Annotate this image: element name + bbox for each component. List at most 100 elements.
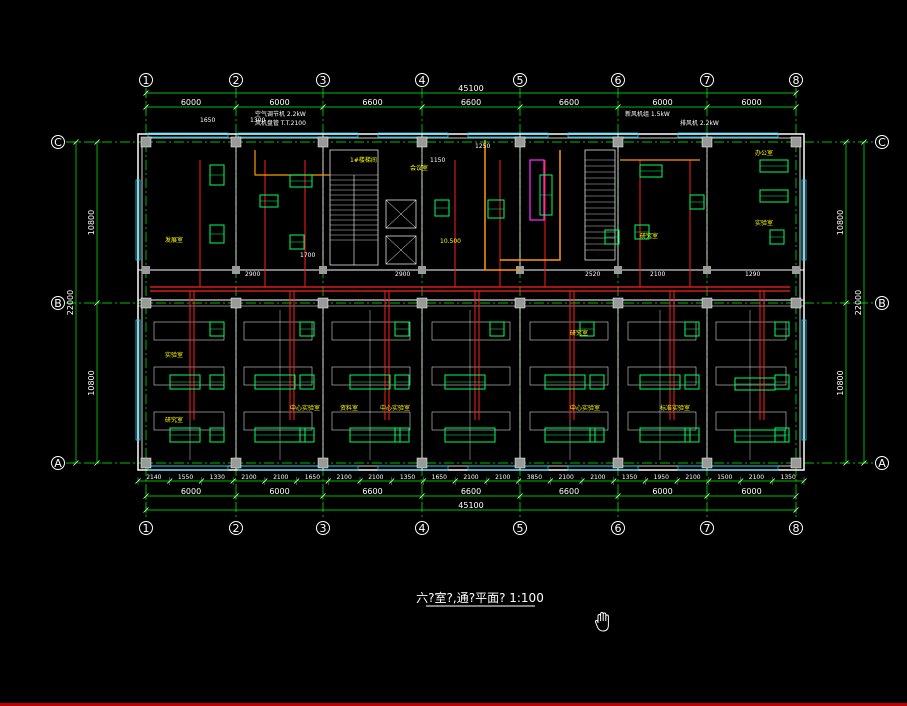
axis-bubble-right-C: C (878, 136, 886, 149)
room-label: 资料室 (340, 404, 358, 412)
room-label: 1#楼梯间 (350, 156, 377, 164)
axis-bubble-bottom-7-circle (700, 521, 714, 535)
structural-column (612, 457, 624, 469)
window (237, 132, 359, 138)
dim-top-span-value: 6600 (362, 98, 382, 107)
floor-plan-walls (135, 132, 807, 471)
lab-bench (243, 366, 313, 386)
lab-bench (153, 366, 225, 386)
window (677, 132, 779, 138)
structural-column (317, 297, 329, 309)
axis-bubble-left-A-circle (51, 456, 65, 470)
axis-bubble-top-3: 3 (320, 74, 327, 87)
axis-bubble-top-1-circle (139, 73, 153, 87)
axis-bubble-right-C-circle (875, 135, 889, 149)
structural-column (612, 136, 624, 148)
equipment-note: 空气调节机 2.2kW (255, 110, 306, 118)
room-label: 标准实验室 (660, 404, 690, 412)
room-label: 研究室 (640, 232, 658, 240)
axis-bubble-bottom-6: 6 (615, 522, 622, 535)
window (147, 132, 229, 138)
axis-bubble-bottom-3-circle (316, 521, 330, 535)
room-labels: 1#楼梯间会议室发展室实验室研究室资料室办公室实验室中心实验室中心实验室中心实验… (165, 110, 773, 424)
exhaust-duct (500, 150, 561, 261)
structural-column (230, 457, 242, 469)
axis-bubble-bottom-6-circle (611, 521, 625, 535)
dim-bottom-detail-value: 2100 (749, 474, 764, 481)
dim-bottom-detail-value: 1650 (432, 474, 447, 481)
axis-bubble-top-7: 7 (704, 74, 711, 87)
axis-bubble-left-B-circle (51, 296, 65, 310)
structural-column (418, 266, 426, 274)
dim-left-span-value: 10800 (87, 370, 96, 395)
axis-bubble-bottom-7: 7 (704, 522, 711, 535)
structural-column (792, 266, 800, 274)
dim-bottom-detail-value: 2100 (685, 474, 700, 481)
dim-top-span-value: 6000 (741, 98, 761, 107)
dim-bottom-detail-value: 1550 (178, 474, 193, 481)
dim-bottom-detail-value: 1350 (400, 474, 415, 481)
dim-bottom-detail-value: 1350 (781, 474, 796, 481)
dim-bottom-detail-value: 2100 (337, 474, 352, 481)
small-dim: 10.500 (440, 238, 461, 245)
dim-left-overall-value: 22000 (66, 290, 75, 315)
window (377, 132, 449, 138)
room-label: 实验室 (165, 351, 183, 359)
elevator-x (385, 235, 417, 265)
dim-bottom-detail-value: 2100 (495, 474, 510, 481)
exhaust-duct (254, 150, 330, 176)
dim-bottom-detail-value: 1950 (654, 474, 669, 481)
equipment-note: 排风机 2.2kW (680, 119, 719, 127)
lab-bench (529, 321, 609, 341)
axis-bubble-top-5-circle (513, 73, 527, 87)
status-bar (0, 703, 907, 706)
structural-column (416, 297, 428, 309)
corridor-dim: 2100 (650, 271, 665, 278)
structural-column (612, 297, 624, 309)
dim-bottom-detail-value: 1500 (717, 474, 732, 481)
lab-bench (153, 321, 225, 341)
lab-bench (331, 366, 411, 386)
dim-bottom-detail-value: 2100 (559, 474, 574, 481)
room-label: 办公室 (755, 149, 773, 157)
window (135, 179, 141, 261)
structural-column (317, 136, 329, 148)
structural-column (701, 136, 713, 148)
corridor-dim: 2900 (245, 271, 260, 278)
dim-bottom-span-value: 6600 (362, 487, 382, 496)
structural-column (703, 266, 711, 274)
axis-bubble-bottom-1: 1 (143, 522, 150, 535)
dim-top-span-value: 6000 (652, 98, 672, 107)
exhaust-duct (484, 140, 520, 271)
elevator-shaft (385, 199, 417, 229)
structural-column (140, 457, 152, 469)
hvac-equipment (169, 159, 790, 443)
axis-bubble-top-2-circle (229, 73, 243, 87)
axis-bubble-bottom-8: 8 (793, 522, 800, 535)
lab-bench (715, 411, 787, 431)
dim-bottom-span-value: 6000 (652, 487, 672, 496)
lab-bench (331, 321, 411, 341)
structural-column (142, 266, 150, 274)
axis-bubble-left-C: C (54, 136, 62, 149)
axis-bubble-right-A-circle (875, 456, 889, 470)
elevator-x (385, 199, 417, 229)
window (801, 319, 807, 441)
dim-bottom-detail-value: 2100 (368, 474, 383, 481)
axis-bubble-right-B-circle (875, 296, 889, 310)
dim-bottom-detail-value: 2140 (146, 474, 161, 481)
room-label: 发展室 (165, 236, 183, 244)
axis-bubble-top-8: 8 (793, 74, 800, 87)
dim-bottom-overall-value: 45100 (458, 501, 483, 510)
axis-bubble-bottom-4-circle (415, 521, 429, 535)
riser-shaft (529, 159, 545, 221)
lab-bench (331, 411, 411, 431)
hvac-ducts (150, 140, 790, 420)
corridor-dim: 2900 (395, 271, 410, 278)
structural-column (614, 266, 622, 274)
dim-top-span-value: 6600 (461, 98, 481, 107)
structural-column (790, 457, 802, 469)
axis-bubble-bottom-5-circle (513, 521, 527, 535)
